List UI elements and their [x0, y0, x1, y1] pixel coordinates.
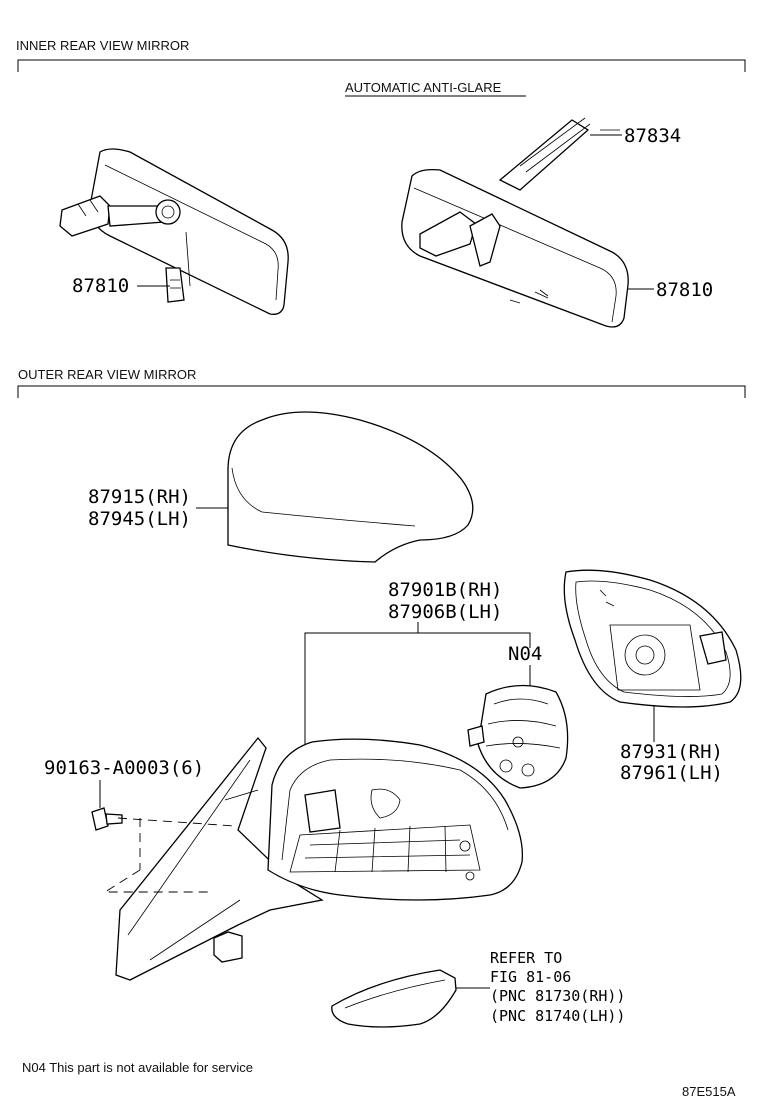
label-87961-lh: 87961(LH)	[620, 762, 723, 784]
label-87945-lh: 87945(LH)	[88, 508, 191, 530]
label-pnc-81740-lh: (PNC 81740(LH))	[490, 1007, 625, 1025]
mirror-cover	[227, 411, 474, 563]
label-refer-to: REFER TO	[490, 949, 562, 967]
label-pnc-81730-rh: (PNC 81730(RH))	[490, 987, 625, 1005]
section-title-inner-mirror: INNER REAR VIEW MIRROR	[16, 38, 189, 53]
mirror-housing-assembly	[115, 736, 524, 981]
label-automatic-anti-glare: AUTOMATIC ANTI-GLARE	[345, 80, 502, 95]
inner-mirror-standard	[59, 148, 289, 315]
mirror-glass	[563, 569, 742, 708]
inner-mirror-anti-glare	[401, 117, 629, 328]
label-90163-a0003: 90163-A0003(6)	[44, 757, 204, 779]
label-87931-rh: 87931(RH)	[620, 741, 723, 763]
turn-signal-lamp	[331, 969, 457, 1028]
guide-line-upper	[117, 817, 236, 827]
label-87906b-lh: 87906B(LH)	[388, 601, 502, 623]
diagram-code: 87E515A	[682, 1084, 736, 1099]
label-87834: 87834	[624, 125, 681, 147]
footnote-n04: N04 This part is not available for servi…	[22, 1060, 253, 1075]
screw-90163	[91, 807, 123, 831]
label-87810-right: 87810	[656, 279, 713, 301]
label-87810-left: 87810	[72, 275, 129, 297]
label-n04: N04	[508, 643, 542, 665]
label-87901b-rh: 87901B(RH)	[388, 579, 502, 601]
label-fig-81-06: FIG 81-06	[490, 968, 571, 986]
section-bracket-inner	[17, 59, 746, 72]
section-title-outer-mirror: OUTER REAR VIEW MIRROR	[18, 367, 196, 382]
label-87915-rh: 87915(RH)	[88, 486, 191, 508]
guide-line-lower	[103, 869, 210, 893]
section-bracket-outer	[17, 385, 746, 398]
mirror-actuator-n04	[467, 684, 569, 789]
